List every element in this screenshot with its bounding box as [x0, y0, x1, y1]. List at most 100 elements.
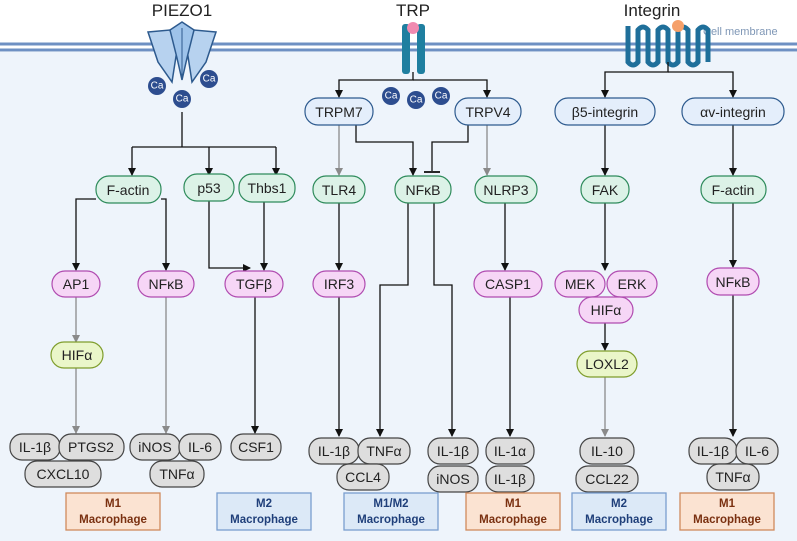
- svg-text:F-actin: F-actin: [712, 182, 755, 198]
- svg-text:TRPM7: TRPM7: [315, 104, 363, 120]
- cytokine-group-piezo-nfkb: iNOS IL-6 TNFα: [129, 433, 222, 488]
- cytokine-il6: IL-6: [178, 433, 222, 461]
- svg-text:Ca: Ca: [410, 95, 423, 106]
- cytokine-ptgs2: PTGS2: [58, 433, 125, 461]
- cytokine-cxcl10: CXCL10: [24, 460, 102, 488]
- node-erk: ERK: [606, 270, 658, 298]
- outcome-m1m2-trp: M1/M2 Macrophage: [343, 492, 439, 531]
- cell-membrane: [0, 42, 797, 52]
- node-mek: MEK: [554, 270, 606, 298]
- svg-text:IRF3: IRF3: [324, 276, 355, 292]
- outcome-m1-trp: M1 Macrophage: [465, 492, 561, 531]
- svg-text:Macrophage: Macrophage: [230, 514, 298, 526]
- node-hifa-integrin: HIFα: [578, 296, 634, 324]
- svg-text:IL-1β: IL-1β: [494, 471, 526, 487]
- cytokine-il1a: IL-1α: [485, 437, 535, 465]
- svg-text:M2: M2: [611, 498, 627, 510]
- node-loxl2: LOXL2: [576, 350, 638, 378]
- node-tlr4: TLR4: [312, 175, 366, 204]
- node-trpv4: TRPV4: [454, 97, 522, 126]
- svg-text:TRPV4: TRPV4: [465, 104, 510, 120]
- node-p53: p53: [183, 173, 235, 202]
- svg-text:CASP1: CASP1: [485, 276, 531, 292]
- svg-text:CCL22: CCL22: [585, 471, 629, 487]
- cytokine-group-trp-casp1: IL-1α IL-1β: [485, 437, 535, 493]
- cytokine-group-trp-nfkb: IL-1β iNOS: [427, 437, 479, 493]
- svg-text:M1/M2: M1/M2: [373, 498, 408, 510]
- svg-text:iNOS: iNOS: [436, 471, 469, 487]
- node-thbs1: Thbs1: [238, 173, 296, 203]
- node-trpm7: TRPM7: [304, 97, 374, 126]
- cytokine-il1b: IL-1β: [427, 437, 479, 465]
- svg-text:TNFα: TNFα: [715, 469, 750, 485]
- svg-text:MEK: MEK: [565, 276, 596, 292]
- cytokine-group-piezo-ap1: IL-1β PTGS2 CXCL10: [9, 433, 125, 488]
- svg-text:ERK: ERK: [618, 276, 647, 292]
- svg-text:p53: p53: [197, 180, 221, 196]
- node-factin-piezo: F-actin: [95, 175, 162, 204]
- svg-text:iNOS: iNOS: [138, 439, 171, 455]
- svg-text:IL-1β: IL-1β: [437, 443, 469, 459]
- cytokine-inos: iNOS: [427, 465, 479, 493]
- node-tgfb: TGFβ: [224, 270, 284, 298]
- svg-text:αv-integrin: αv-integrin: [700, 104, 766, 120]
- svg-text:Ca: Ca: [385, 91, 398, 102]
- svg-text:Ca: Ca: [151, 81, 164, 92]
- cytokine-ccl4: CCL4: [336, 463, 390, 491]
- node-fak: FAK: [580, 175, 630, 204]
- node-factin-integrin: F-actin: [700, 175, 767, 204]
- svg-text:M1: M1: [719, 498, 736, 510]
- node-nlrp3: NLRP3: [474, 175, 538, 204]
- cytokine-group-trp-irf3: IL-1β TNFα CCL4: [308, 437, 411, 491]
- node-av-integrin: αv-integrin: [681, 97, 785, 126]
- svg-text:F-actin: F-actin: [107, 182, 150, 198]
- calcium-ions-trp: Ca Ca Ca: [382, 87, 450, 109]
- svg-text:IL-10: IL-10: [591, 443, 623, 459]
- cytokine-il1b: IL-1β: [688, 437, 738, 465]
- outcome-m1-integrin: M1 Macrophage: [679, 492, 775, 531]
- cytokine-group-integrin-beta5: IL-10 CCL22: [575, 437, 639, 493]
- node-hifa-piezo: HIFα: [50, 341, 104, 369]
- cytokine-csf1: CSF1: [230, 433, 282, 461]
- svg-text:IL-1β: IL-1β: [697, 443, 729, 459]
- calcium-ions-piezo: Ca Ca Ca: [148, 70, 218, 108]
- cytokine-tnfa: TNFα: [149, 460, 205, 488]
- cytokine-inos: iNOS: [129, 433, 181, 461]
- svg-text:TGFβ: TGFβ: [236, 276, 272, 292]
- trp-title: TRP: [396, 1, 430, 20]
- svg-text:HIFα: HIFα: [591, 302, 622, 318]
- cytokine-tnfa: TNFα: [706, 463, 760, 491]
- svg-text:Macrophage: Macrophage: [79, 514, 147, 526]
- svg-text:Thbs1: Thbs1: [248, 180, 287, 196]
- svg-text:M2: M2: [256, 498, 272, 510]
- svg-text:CCL4: CCL4: [345, 469, 381, 485]
- cytokine-tnfa: TNFα: [357, 437, 411, 465]
- piezo1-title: PIEZO1: [152, 1, 212, 20]
- svg-text:Macrophage: Macrophage: [693, 514, 761, 526]
- svg-text:Ca: Ca: [176, 94, 189, 105]
- svg-text:CXCL10: CXCL10: [37, 466, 90, 482]
- cytokine-ccl22: CCL22: [575, 465, 639, 493]
- svg-text:LOXL2: LOXL2: [585, 356, 629, 372]
- cytokine-group-integrin-av: IL-1β IL-6 TNFα: [688, 437, 779, 491]
- cytokine-il6: IL-6: [735, 437, 779, 465]
- membrane-label: Cell membrane: [703, 26, 778, 38]
- svg-text:NLRP3: NLRP3: [483, 182, 528, 198]
- node-irf3: IRF3: [312, 270, 366, 298]
- svg-text:AP1: AP1: [63, 276, 90, 292]
- svg-text:IL-1β: IL-1β: [19, 439, 51, 455]
- node-casp1: CASP1: [473, 270, 543, 298]
- node-ap1: AP1: [51, 270, 101, 298]
- integrin-title: Integrin: [624, 1, 681, 20]
- svg-text:IL-1α: IL-1α: [494, 443, 526, 459]
- svg-text:M1: M1: [105, 498, 122, 510]
- cytoplasm: [0, 52, 797, 541]
- cytokine-il1b: IL-1β: [485, 465, 535, 493]
- outcome-m2-integrin: M2 Macrophage: [571, 492, 667, 531]
- cytokine-il1b: IL-1β: [9, 433, 61, 461]
- cytokine-il10: IL-10: [579, 437, 635, 465]
- svg-text:IL-6: IL-6: [188, 439, 212, 455]
- svg-text:IL-1β: IL-1β: [318, 443, 350, 459]
